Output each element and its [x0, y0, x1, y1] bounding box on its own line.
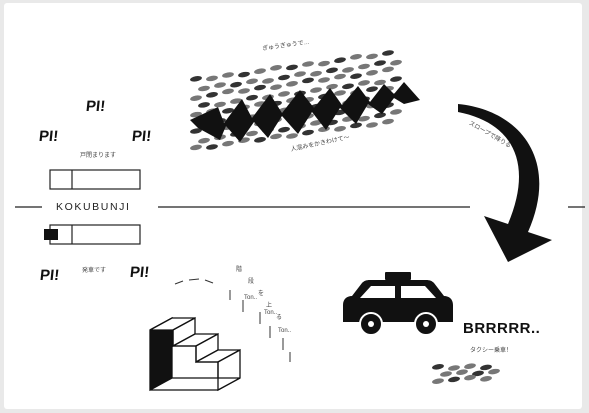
footprint-icon	[318, 76, 331, 83]
footprint-icon	[294, 70, 307, 77]
footprint-icon	[190, 95, 203, 102]
footprint-icon	[246, 78, 259, 85]
footprint-icon	[286, 64, 299, 71]
stairs-tap-2: Ton..	[264, 310, 277, 316]
footprint-icon	[222, 71, 235, 78]
footprint-icon	[270, 84, 283, 91]
pi-sound-bottom-left: PI!	[39, 267, 60, 284]
footprint-icon	[190, 75, 203, 82]
footprint-icon	[278, 126, 291, 133]
footprint-icon	[358, 79, 371, 86]
pi-sound-right: PI!	[131, 128, 152, 145]
footprint-icon	[448, 364, 461, 371]
footprint-icon	[326, 67, 339, 74]
footprint-icon	[448, 376, 461, 383]
departure-caption: 発車です	[82, 265, 106, 274]
stairs-icon	[150, 318, 240, 390]
footprint-icon	[206, 91, 219, 98]
footprint-icon	[326, 83, 339, 90]
footprint-icon	[366, 121, 379, 128]
footprint-icon	[246, 94, 259, 101]
pi-sound-left: PI!	[38, 128, 59, 145]
footprint-icon	[480, 375, 493, 382]
footprint-icon	[278, 90, 291, 97]
footprint-icon	[198, 101, 211, 108]
footprint-icon	[366, 69, 379, 76]
footprint-icon	[366, 86, 379, 93]
footprint-icon	[214, 101, 227, 108]
footprint-icon	[270, 133, 283, 140]
stairs-tap-3: Ton..	[278, 328, 291, 334]
footprint-icon	[318, 60, 331, 67]
footprint-icon	[310, 86, 323, 93]
station-name: KOKUBUNJI	[56, 201, 131, 213]
footprint-icon	[222, 140, 235, 147]
footprint-icon	[382, 66, 395, 73]
footprint-icon	[334, 125, 347, 132]
footprint-icon	[214, 81, 227, 88]
footprint-icon	[262, 77, 275, 84]
footprint-icon	[206, 75, 219, 82]
stairs-char-2: 段	[248, 276, 254, 285]
doors-closing-caption: 戸閉まります	[80, 150, 116, 159]
stairs-char-4: 上	[266, 300, 272, 309]
footprint-icon	[390, 75, 403, 82]
footprint-icon	[270, 64, 283, 71]
footprint-icon	[350, 73, 363, 80]
footprint-icon	[334, 57, 347, 64]
footprint-icon	[286, 80, 299, 87]
footprint-icon	[480, 364, 493, 371]
footprint-icon	[254, 136, 267, 143]
footprint-icon	[198, 85, 211, 92]
footprint-icon	[390, 59, 403, 66]
footprint-icon	[334, 73, 347, 80]
footprint-icon	[456, 369, 469, 376]
pi-sound-top: PI!	[85, 98, 106, 115]
footprint-icon	[382, 49, 395, 56]
stairs-tap-1: Ton..	[244, 295, 257, 301]
footprint-icon	[358, 63, 371, 70]
taxi-footprints	[432, 363, 501, 385]
footprint-icon	[206, 143, 219, 150]
footprint-icon	[488, 368, 501, 375]
footprint-icon	[254, 68, 267, 75]
footprint-icon	[382, 118, 395, 125]
footprint-icon	[374, 112, 387, 119]
footprint-icon	[238, 71, 251, 78]
footprint-icon	[440, 370, 453, 377]
footprint-icon	[222, 88, 235, 95]
footprint-icon	[342, 83, 355, 90]
footprint-icon	[374, 59, 387, 66]
stairs-char-3: を	[258, 288, 264, 297]
taxi-sound: BRRRRR..	[463, 320, 540, 337]
footprint-icon	[432, 378, 445, 385]
footprint-icon	[238, 87, 251, 94]
footprint-icon	[278, 74, 291, 81]
footprint-icon	[366, 53, 379, 60]
footprint-icon	[190, 144, 203, 151]
footprint-icon	[342, 66, 355, 73]
footprint-icon	[432, 363, 445, 370]
footprint-icon	[310, 70, 323, 77]
pi-sound-bottom-right: PI!	[129, 264, 150, 281]
taxi-caption: タクシー乗車！	[470, 345, 512, 354]
footprint-icon	[390, 108, 403, 115]
footprint-icon	[464, 363, 477, 370]
footprint-icon	[230, 81, 243, 88]
footprint-icon	[286, 132, 299, 139]
train-car-icon	[50, 170, 140, 189]
footprint-icon	[302, 60, 315, 67]
taxi-icon	[343, 272, 453, 335]
stairs-char-1: 階	[236, 264, 242, 273]
footprint-icon	[350, 53, 363, 60]
footprint-icon	[302, 77, 315, 84]
footprint-icon	[302, 129, 315, 136]
footprint-icon	[334, 89, 347, 96]
footprint-icon	[198, 137, 211, 144]
footprint-icon	[254, 84, 267, 91]
train-car-departing-icon	[44, 225, 140, 244]
